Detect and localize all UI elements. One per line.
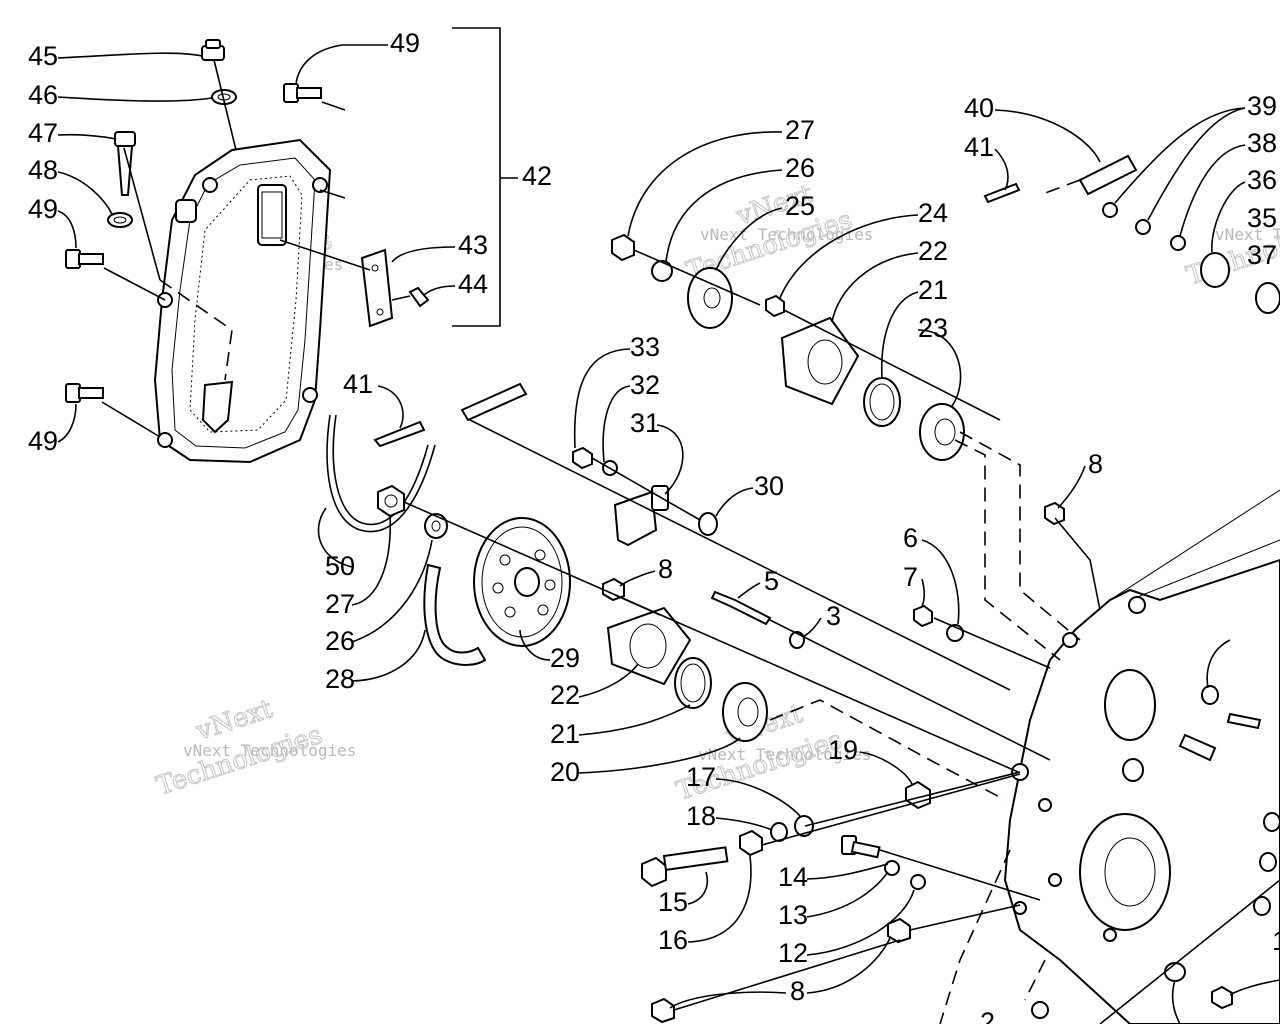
callout-41: 41 <box>343 369 373 399</box>
callout-17: 17 <box>686 762 716 792</box>
callout-29: 29 <box>550 643 580 673</box>
callout-43: 43 <box>458 230 488 260</box>
callout-28: 28 <box>325 664 355 694</box>
callout-49: 49 <box>390 28 420 58</box>
callout-38: 38 <box>1247 128 1277 158</box>
callout-26: 26 <box>325 626 355 656</box>
callout-47: 47 <box>28 118 58 148</box>
callout-27: 27 <box>325 589 355 619</box>
callout-8: 8 <box>1088 449 1103 479</box>
callout-8: 8 <box>790 976 805 1006</box>
upper-shaft-parts <box>611 233 965 461</box>
watermark-brand: vNext Technologies <box>183 741 356 760</box>
callout-18: 18 <box>686 801 716 831</box>
callout-23: 23 <box>918 313 948 343</box>
callout-24: 24 <box>918 198 948 228</box>
callout-19: 19 <box>828 735 858 765</box>
callout-25: 25 <box>785 191 815 221</box>
callout-7: 7 <box>903 562 918 592</box>
watermark-brand: vNext Technologies <box>698 745 871 764</box>
callout-46: 46 <box>28 80 58 110</box>
callout-39: 39 <box>1247 91 1277 121</box>
callout-31: 31 <box>630 408 660 438</box>
bottom-hardware <box>641 501 1065 1024</box>
chaincase-cover <box>153 138 332 464</box>
tensioner-parts <box>983 154 1280 314</box>
callout-21: 21 <box>550 719 580 749</box>
callout-22: 22 <box>918 236 948 266</box>
callout-48: 48 <box>28 155 58 185</box>
callout-49: 49 <box>28 194 58 224</box>
callout-36: 36 <box>1247 165 1277 195</box>
callout-2: 2 <box>980 1007 995 1024</box>
leader-lines <box>57 27 1280 1024</box>
callout-22: 22 <box>550 680 580 710</box>
callout-35: 35 <box>1247 203 1277 233</box>
callout-30: 30 <box>754 471 784 501</box>
callout-13: 13 <box>778 900 808 930</box>
callout-5: 5 <box>764 566 779 596</box>
callout-8: 8 <box>658 554 673 584</box>
callout-37: 37 <box>1247 240 1277 270</box>
callout-14: 14 <box>778 862 808 892</box>
callout-6: 6 <box>903 523 918 553</box>
callout-49: 49 <box>28 426 58 456</box>
callout-26: 26 <box>785 153 815 183</box>
callout-32: 32 <box>630 370 660 400</box>
callout-15: 15 <box>658 887 688 917</box>
callout-21: 21 <box>918 275 948 305</box>
callout-20: 20 <box>550 757 580 787</box>
callout-42: 42 <box>522 161 552 191</box>
callout-33: 33 <box>630 332 660 362</box>
callout-labels: 45 46 47 48 49 49 49 42 43 44 41 50 27 2… <box>28 28 1280 1024</box>
callout-16: 16 <box>658 925 688 955</box>
callout-27: 27 <box>785 115 815 145</box>
callout-45: 45 <box>28 41 58 71</box>
assembly-lines <box>101 59 1280 1024</box>
callout-44: 44 <box>458 269 488 299</box>
lower-drive-parts <box>326 382 805 742</box>
watermark-brand: vNext Technologies <box>700 225 873 244</box>
callout-40: 40 <box>964 93 994 123</box>
callout-41: 41 <box>964 132 994 162</box>
callout-12: 12 <box>778 938 808 968</box>
callout-1: 1 <box>1272 926 1280 956</box>
callout-50: 50 <box>325 551 355 581</box>
callout-3: 3 <box>826 601 841 631</box>
chaincase-housing <box>1003 489 1280 1024</box>
watermark-brand: vNext Technologies <box>1215 225 1280 244</box>
